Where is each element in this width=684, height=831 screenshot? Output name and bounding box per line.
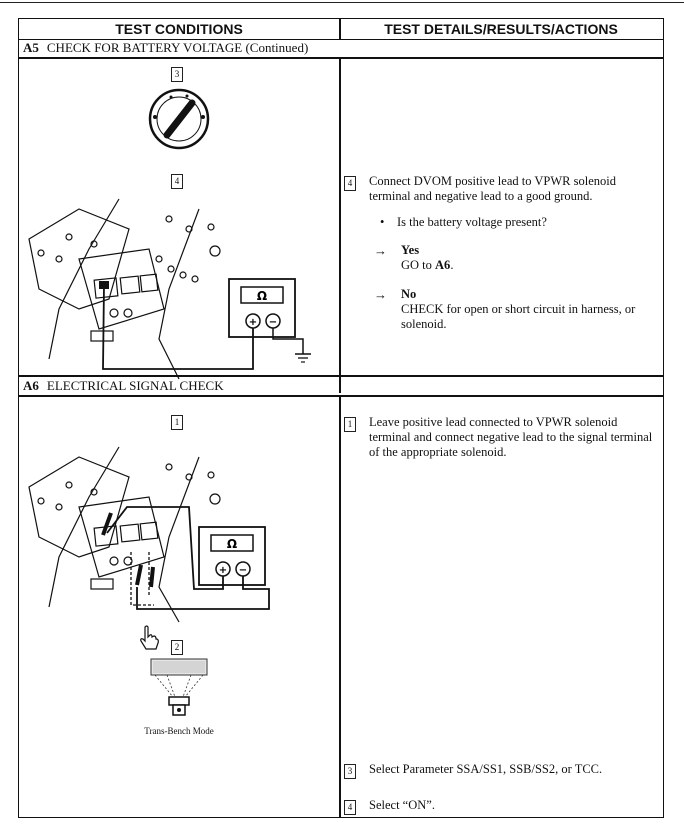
section-a6-code: A6 [23, 378, 39, 393]
a5-step-4-box: 4 [171, 174, 183, 189]
a5-instruction: Connect DVOM positive lead to VPWR solen… [369, 174, 616, 203]
a6-right-step-1-box: 1 [344, 417, 356, 432]
trans-bench-caption: Trans-Bench Mode [144, 726, 214, 736]
a5-yes-label: Yes [401, 243, 420, 257]
a6-column-divider [339, 395, 341, 817]
a6-step-2-box: 2 [171, 640, 183, 655]
a6-right-step-3-text: Select Parameter SSA/SS1, SSB/SS2, or TC… [369, 762, 603, 776]
a5-valve-body-diagram: Ω + − [28, 198, 311, 380]
section-a5-code: A5 [23, 40, 39, 55]
a6-right-step-4-text: Select “ON”. [369, 798, 435, 812]
section-a6-text: ELECTRICAL SIGNAL CHECK [46, 378, 224, 393]
a5-yes-suffix: . [450, 258, 454, 272]
a5-meter-plus-label: + [249, 317, 257, 328]
top-rule [0, 2, 684, 3]
a5-no-action: CHECK for open or short circuit in harne… [401, 302, 636, 331]
scan-tool-icon [150, 658, 208, 716]
a5-no-label: No [401, 287, 417, 301]
a5-yes-arrow: → [374, 243, 387, 258]
hand-cursor-icon [140, 625, 159, 650]
header-test-conditions: TEST CONDITIONS [115, 21, 243, 37]
a5-column-divider [339, 57, 341, 393]
section-a5-title: A5 CHECK FOR BATTERY VOLTAGE (Continued) [23, 40, 308, 56]
a5-meter-ohm-label: Ω [257, 289, 267, 303]
a6-step-1-box: 1 [171, 415, 183, 430]
a5-step-3-box: 3 [171, 67, 183, 82]
a5-no-arrow: → [374, 287, 387, 302]
a6-right-step-1-text: Leave positive lead connected to VPWR so… [369, 415, 653, 459]
a6-meter-ohm-label: Ω [227, 537, 237, 551]
a6-right-step-4-box: 4 [344, 800, 356, 815]
diagnostic-table: TEST CONDITIONS TEST DETAILS/RESULTS/ACT… [18, 18, 664, 818]
a6-meter-plus-label: + [219, 565, 227, 576]
a5-no-block: No CHECK for open or short circuit in ha… [401, 287, 657, 332]
a5-meter-minus-label: − [269, 317, 277, 328]
a6-meter-minus-label: − [239, 565, 247, 576]
section-a6-top-rule [19, 375, 663, 377]
a5-yes-target: A6 [435, 258, 451, 272]
a6-valve-body-diagram: Ω + − [28, 446, 270, 623]
a5-yes-prefix: GO to [401, 258, 436, 272]
a6-right-step-3-box: 3 [344, 764, 356, 779]
a5-right-step-4-box: 4 [344, 176, 356, 191]
a5-yes-block: Yes GO to A6. [401, 243, 651, 273]
header-divider [339, 19, 341, 39]
section-a5-text: CHECK FOR BATTERY VOLTAGE (Continued) [46, 40, 309, 55]
a5-bullet: • [380, 215, 385, 229]
header-row: TEST CONDITIONS TEST DETAILS/RESULTS/ACT… [19, 19, 663, 40]
a5-question: Is the battery voltage present? [397, 215, 547, 229]
header-test-details: TEST DETAILS/RESULTS/ACTIONS [384, 21, 618, 37]
ignition-switch-icon [148, 88, 210, 150]
section-a6-rule [19, 395, 663, 397]
section-a5-rule [19, 57, 663, 59]
section-a6-title: A6 ELECTRICAL SIGNAL CHECK [23, 378, 224, 394]
